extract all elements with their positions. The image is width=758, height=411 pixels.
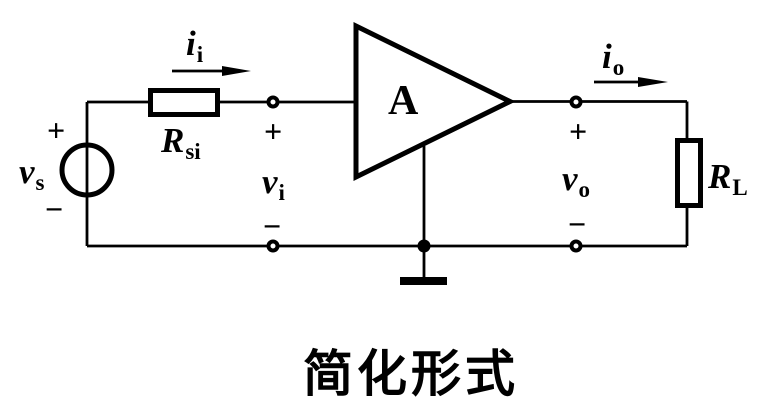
source-voltage-label: vs [19, 152, 45, 195]
output-current-arrowhead [638, 77, 668, 87]
input-current-label: ii [186, 24, 204, 67]
input-terminal-bottom [266, 239, 280, 253]
source-plus-sign: + [47, 112, 66, 148]
input-current-arrowhead [222, 66, 251, 76]
input-terminal-top [266, 95, 280, 109]
voltage-source-circle [59, 142, 115, 198]
output-minus-sign: − [568, 206, 587, 242]
rsi-resistor-body [148, 88, 220, 117]
amplifier-gain-label: A [388, 78, 419, 124]
output-terminal-top [569, 95, 583, 109]
input-plus-sign: + [264, 113, 283, 149]
output-terminal-bottom [569, 239, 583, 253]
output-current-label: io [602, 37, 625, 80]
figure-caption: 简化形式 [303, 346, 519, 402]
amplifier-triangle [353, 21, 516, 182]
input-minus-sign: − [263, 208, 282, 244]
source-minus-sign: − [45, 191, 64, 227]
rl-resistor-body [675, 138, 703, 208]
load-resistor-label: RL [708, 157, 748, 200]
input-voltage-label: vi [262, 162, 285, 205]
ground-junction-dot [417, 239, 431, 253]
output-plus-sign: + [569, 113, 588, 149]
output-voltage-label: vo [562, 159, 591, 202]
source-resistor-label: Rsi [161, 121, 201, 164]
